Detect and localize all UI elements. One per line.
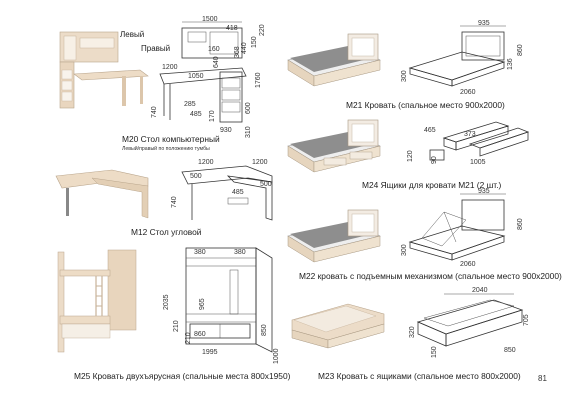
m12-drawing: 1200 1200 740 485 500 500 <box>171 159 273 221</box>
m21-photo <box>287 33 381 87</box>
m20-dim-600: 600 <box>245 102 252 114</box>
m21-dim-300: 300 <box>401 70 408 82</box>
m12-dim-500b: 500 <box>260 181 272 188</box>
m20-dim-485: 485 <box>190 111 202 118</box>
m12-dim-485: 485 <box>232 189 244 196</box>
m22-drawing: 935 300 860 2060 <box>401 188 524 268</box>
m23-dim-150: 150 <box>431 346 438 358</box>
m24-dim-1005: 1005 <box>470 159 486 166</box>
m25-dim-860: 860 <box>194 331 206 338</box>
m23-drawing: 2040 320 705 150 850 <box>409 287 530 358</box>
m12-dim-740: 740 <box>171 196 178 208</box>
m25-dim-1000: 1000 <box>273 348 280 364</box>
m21-drawing: 935 300 136 860 2060 <box>401 20 524 96</box>
m24-dim-465: 465 <box>424 127 436 134</box>
m20-dim-160: 160 <box>208 46 220 53</box>
m23-dim-320: 320 <box>409 326 416 338</box>
m25-dim-380a: 380 <box>194 249 206 256</box>
m21-dim-136: 136 <box>507 58 514 70</box>
m20-dim-418: 418 <box>226 25 238 32</box>
m23-caption: M23 Кровать с ящиками (спальное место 80… <box>318 371 521 381</box>
m20-photo <box>59 31 149 109</box>
m24-drawing: 465 120 90 373 1005 <box>407 121 530 166</box>
m22-dim-935: 935 <box>478 188 490 195</box>
m22-dim-2060: 2060 <box>460 261 476 268</box>
m20-drawing: 1500 418 1200 1050 160 640 368 440 150 2… <box>151 16 266 138</box>
m22-dim-300: 300 <box>401 244 408 256</box>
m12-dim-1200a: 1200 <box>198 159 214 166</box>
m12-dim-500a: 500 <box>190 173 202 180</box>
m25-dim-380b: 380 <box>234 249 246 256</box>
m20-note: Левый/правый по положению тумбы <box>122 146 210 152</box>
m24-dim-120: 120 <box>407 150 414 162</box>
label-left: Левый <box>120 30 145 39</box>
m25-drawing: 380 380 2035 965 210 210 850 860 1995 10… <box>163 247 280 364</box>
m22-dim-860: 860 <box>517 218 524 230</box>
m21-dim-935: 935 <box>478 20 490 27</box>
m25-dim-2035: 2035 <box>163 294 170 310</box>
m21-dim-860: 860 <box>517 44 524 56</box>
m20-dim-1760: 1760 <box>255 72 262 88</box>
m25-caption: M25 Кровать двухъярусная (спальные места… <box>74 371 291 381</box>
m25-photo <box>57 249 137 353</box>
m12-photo <box>55 169 149 219</box>
m20-dim-1050: 1050 <box>188 73 204 80</box>
m22-caption: M22 кровать с подъемным механизмом (спал… <box>299 271 562 281</box>
page-number: 81 <box>538 374 547 383</box>
m12-caption: M12 Стол угловой <box>131 227 202 237</box>
m23-dim-2040: 2040 <box>472 287 488 294</box>
m24-caption: M24 Ящики для кровати M21 (2 шт.) <box>362 180 502 190</box>
m20-dim-740: 740 <box>151 106 158 118</box>
m12-dim-1200b: 1200 <box>252 159 268 166</box>
m25-dim-210a: 210 <box>173 320 180 332</box>
m20-dim-170: 170 <box>209 110 216 122</box>
m25-dim-965: 965 <box>199 298 206 310</box>
m25-dim-1995: 1995 <box>202 349 218 356</box>
m20-dim-150: 150 <box>251 36 258 48</box>
m24-dim-90: 90 <box>431 156 438 164</box>
m20-dim-285: 285 <box>184 101 196 108</box>
m21-caption: M21 Кровать (спальное место 900х2000) <box>346 100 505 110</box>
m20-dim-220: 220 <box>259 24 266 36</box>
m20-caption: M20 Стол компьютерный <box>122 134 220 144</box>
m24-photo <box>287 119 381 173</box>
m25-dim-850: 850 <box>261 324 268 336</box>
m21-dim-2060: 2060 <box>460 89 476 96</box>
m23-dim-705: 705 <box>523 314 530 326</box>
label-right: Правый <box>141 44 171 53</box>
m20-dim-368: 368 <box>234 46 241 58</box>
m20-dim-width: 1500 <box>202 16 218 23</box>
m23-photo <box>291 303 385 349</box>
m20-dim-1200: 1200 <box>162 64 178 71</box>
m20-dim-440: 440 <box>241 42 248 54</box>
m20-dim-640: 640 <box>213 56 220 68</box>
m25-dim-210b: 210 <box>185 332 192 344</box>
m24-dim-373: 373 <box>464 131 476 138</box>
m22-photo <box>287 209 381 263</box>
m20-dim-930: 930 <box>220 127 232 134</box>
m23-dim-850: 850 <box>504 347 516 354</box>
m20-dim-310: 310 <box>245 126 252 138</box>
